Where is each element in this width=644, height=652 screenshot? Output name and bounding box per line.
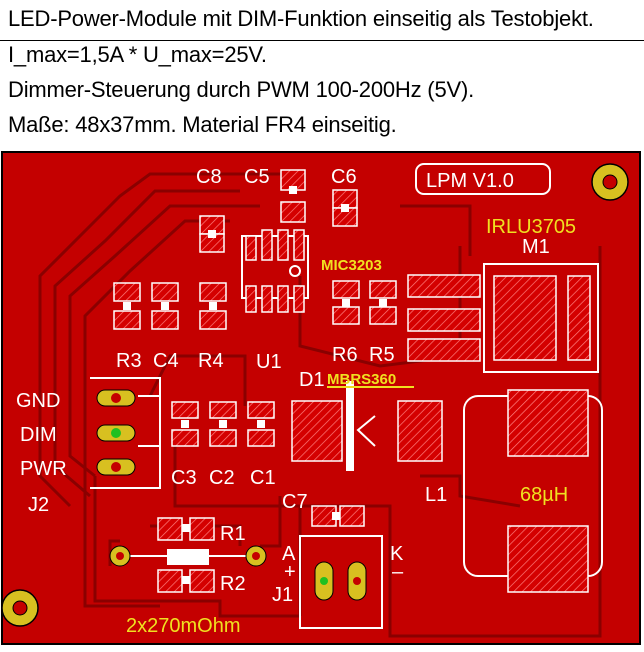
pad-u1-1	[245, 235, 257, 261]
pad-c4-b	[151, 310, 179, 330]
pad-c2-a	[209, 401, 237, 419]
pad-d1-k	[397, 400, 443, 462]
label-dim: DIM	[20, 424, 57, 446]
pad-r5-a	[369, 280, 397, 299]
title-separator	[0, 40, 644, 41]
spec-dimensions: Maße: 48x37mm. Material FR4 einseitig.	[8, 112, 397, 137]
label-res: 2x270mOhm	[126, 615, 241, 637]
smd-pads	[113, 169, 591, 593]
tht-pads	[1, 163, 629, 627]
pad-r2-b	[189, 569, 215, 593]
label-mic: MIC3203	[321, 257, 382, 274]
pad-r6-a	[332, 280, 360, 299]
label-pwr: PWR	[20, 458, 67, 480]
u1-outline	[241, 235, 309, 299]
shunt-body	[167, 549, 209, 565]
label-c8: C8	[196, 166, 222, 188]
silk-labels: C8 C5 C6 LPM V1.0 R3 C4 R4 U1 R6 R5 D1 G…	[16, 166, 550, 606]
pad-u1-6	[261, 285, 273, 313]
j1-outline	[299, 535, 383, 629]
pad-r2-a	[157, 569, 183, 593]
pad-u1-2	[261, 229, 273, 261]
label-lpm: LPM V1.0	[426, 170, 514, 192]
label-mbrs: MBRS360	[327, 371, 396, 388]
pad-c1-b	[247, 429, 275, 447]
pad-r1-a	[157, 517, 183, 541]
label-c7: C7	[282, 491, 308, 513]
label-a: A	[282, 543, 296, 565]
pad-r3-a	[113, 282, 141, 302]
pad-u1-7	[277, 285, 289, 313]
pad-c3-a	[171, 401, 199, 419]
pad-m1-lead3	[407, 338, 481, 362]
label-d1: D1	[299, 369, 325, 391]
label-r6: R6	[332, 344, 358, 366]
pad-c1-a	[247, 401, 275, 419]
pad-m1-lead2	[407, 308, 481, 332]
header: LED-Power-Module mit DIM-Funktion einsei…	[0, 0, 644, 146]
pad-c7-b	[339, 505, 365, 527]
pad-r3-b	[113, 310, 141, 330]
pad-l1-b	[507, 525, 589, 593]
pad-u1-4	[293, 229, 305, 261]
pad-r1-b	[189, 517, 215, 541]
pad-r4-b	[199, 310, 227, 330]
silkscreen	[90, 163, 603, 629]
label-r2: R2	[220, 573, 246, 595]
label-j2: J2	[28, 494, 49, 516]
label-m1: M1	[522, 236, 550, 258]
label-r1: R1	[220, 523, 246, 545]
label-r3: R3	[116, 350, 142, 372]
value-labels: IRLU3705 MIC3203 MBRS360 68µH 2x270mOhm	[126, 216, 576, 637]
u1-pin1-mark	[289, 265, 301, 277]
version-box	[415, 163, 551, 195]
label-c4: C4	[153, 350, 179, 372]
label-k: K	[390, 543, 404, 565]
pad-m1-tab2	[567, 275, 591, 361]
label-plus: +	[284, 561, 296, 583]
label-j1: J1	[272, 584, 293, 606]
j2-outline	[90, 377, 161, 489]
label-c3: C3	[171, 467, 197, 489]
pad-u1-3	[277, 229, 289, 261]
pad-d1-a	[291, 400, 343, 462]
pad-u1-5	[245, 285, 257, 313]
pad-centers	[123, 186, 387, 584]
label-u1: U1	[256, 351, 282, 373]
pcb-board: C8 C5 C6 LPM V1.0 R3 C4 R4 U1 R6 R5 D1 G…	[0, 146, 644, 647]
pad-c2-b	[209, 429, 237, 447]
pad-l1-a	[507, 389, 589, 457]
pad-r6-b	[332, 306, 360, 325]
label-gnd: GND	[16, 390, 60, 412]
label-c1: C1	[250, 467, 276, 489]
label-irlu: IRLU3705	[486, 216, 576, 238]
pad-r4-a	[199, 282, 227, 302]
pad-c3-b	[171, 429, 199, 447]
spec-current-voltage: I_max=1,5A * U_max=25V.	[8, 42, 267, 67]
pad-r5-b	[369, 306, 397, 325]
pad-m1-lead1	[407, 274, 481, 298]
label-l1: L1	[425, 484, 447, 506]
pad-c4-a	[151, 282, 179, 302]
label-minus: –	[392, 561, 404, 583]
label-c5: C5	[244, 166, 270, 188]
label-r5: R5	[369, 344, 395, 366]
pcb-svg: C8 C5 C6 LPM V1.0 R3 C4 R4 U1 R6 R5 D1 G…	[1, 151, 641, 645]
pad-u1-8	[293, 285, 305, 313]
title-line: LED-Power-Module mit DIM-Funktion einsei…	[8, 6, 594, 31]
pad-m1-tab	[493, 275, 557, 361]
label-c2: C2	[209, 467, 235, 489]
spec-dimmer: Dimmer-Steuerung durch PWM 100-200Hz (5V…	[8, 77, 474, 102]
label-c6: C6	[331, 166, 357, 188]
label-r4: R4	[198, 350, 224, 372]
label-uh: 68µH	[520, 484, 568, 506]
diode-mark	[356, 415, 376, 447]
pad-c5-b	[280, 201, 306, 223]
